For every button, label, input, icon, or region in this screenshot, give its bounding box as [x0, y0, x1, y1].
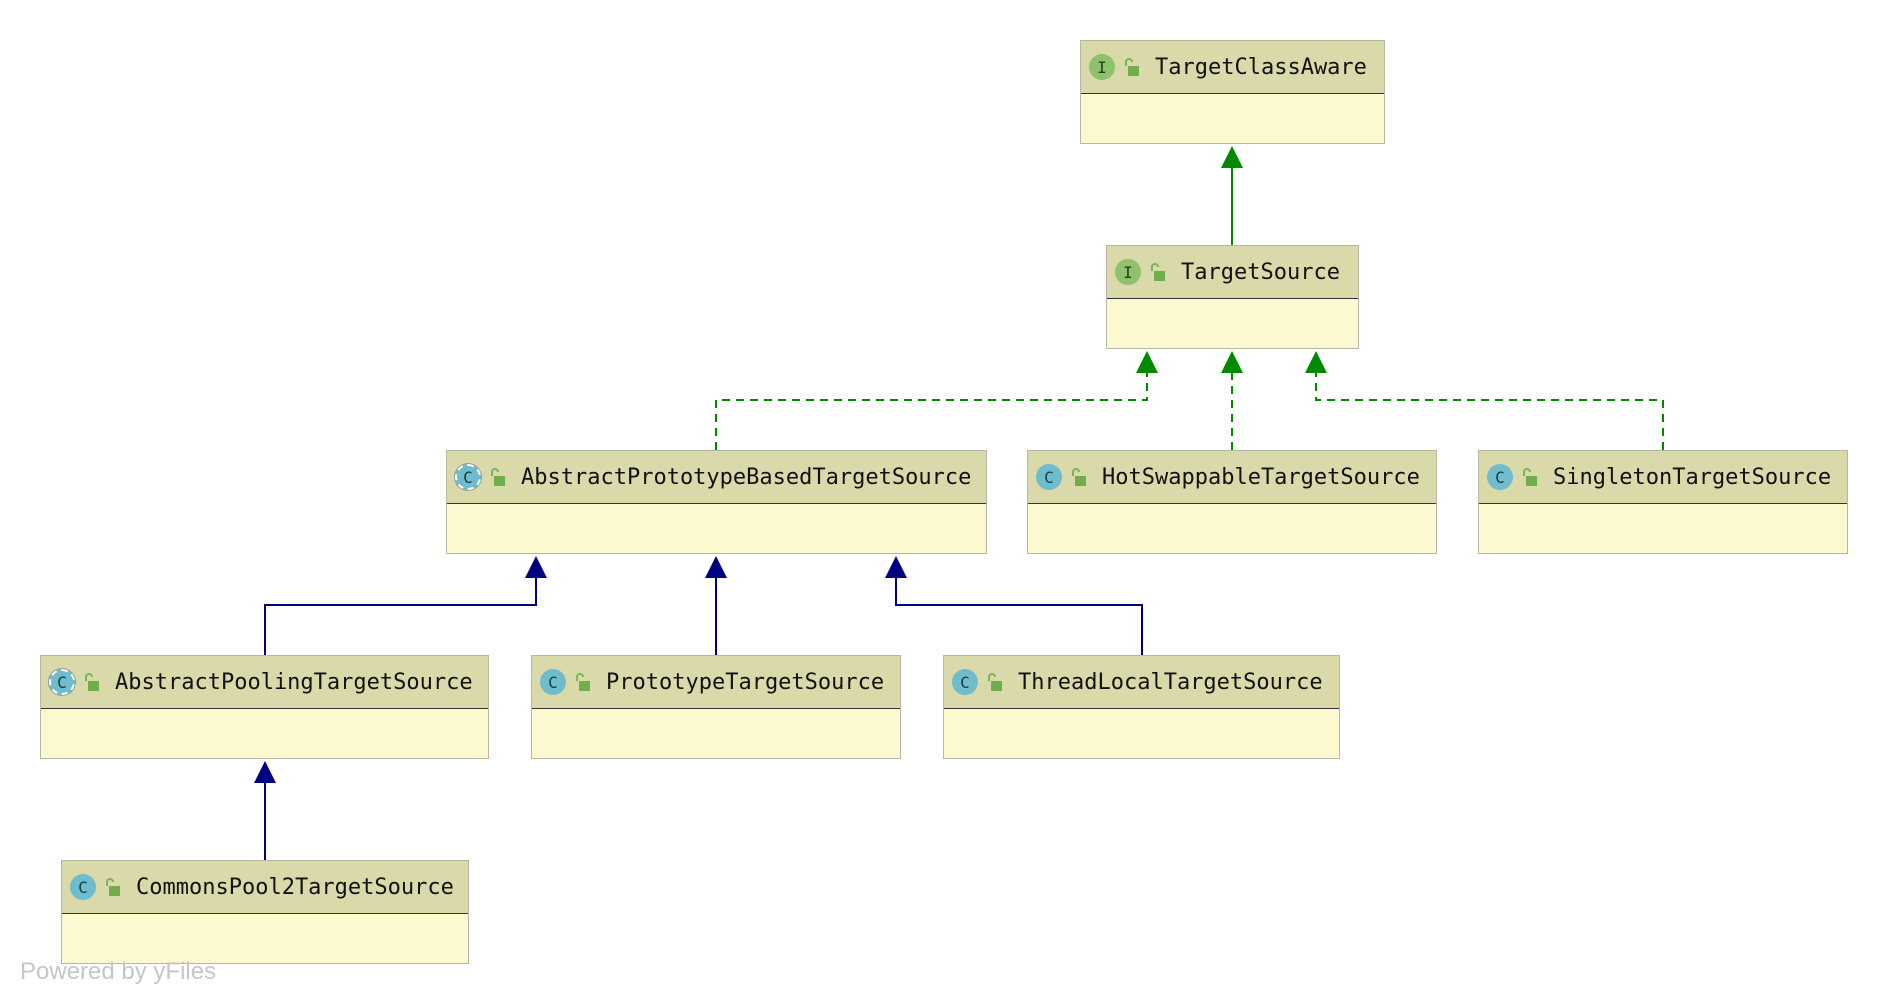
edge-arrowhead — [525, 556, 547, 578]
edges-layer — [254, 146, 1664, 860]
node-header: C HotSwappableTargetSource — [1028, 451, 1436, 504]
class-icon: C — [540, 669, 566, 695]
edge-SingletonTargetSource-to-TargetSource — [1305, 351, 1664, 450]
node-header: I TargetClassAware — [1081, 41, 1384, 94]
node-header: C CommonsPool2TargetSource — [62, 861, 468, 914]
public-access-lock-icon — [85, 673, 99, 691]
node-name: TargetClassAware — [1155, 54, 1367, 80]
node-header: C AbstractPoolingTargetSource — [41, 656, 488, 709]
edge-arrowhead — [705, 556, 727, 578]
node-name: PrototypeTargetSource — [606, 669, 885, 695]
node-header: C ThreadLocalTargetSource — [944, 656, 1339, 709]
edge-HotSwappableTargetSource-to-TargetSource — [1221, 351, 1243, 450]
uml-node-AbstractPoolingTargetSource[interactable]: C AbstractPoolingTargetSource — [40, 655, 489, 759]
public-access-lock-icon — [1125, 58, 1139, 76]
edge-AbstractPrototypeBasedTargetSource-to-TargetSource — [715, 351, 1158, 450]
edge-line — [715, 373, 1148, 450]
public-access-lock-icon — [491, 468, 505, 486]
edge-CommonsPool2TargetSource-to-AbstractPoolingTargetSource — [254, 761, 276, 860]
node-header: C AbstractPrototypeBasedTargetSource — [447, 451, 986, 504]
edge-arrowhead — [1221, 351, 1243, 373]
uml-node-CommonsPool2TargetSource[interactable]: C CommonsPool2TargetSource — [61, 860, 469, 964]
edge-arrowhead — [254, 761, 276, 783]
edge-arrowhead — [1136, 351, 1158, 373]
node-name: SingletonTargetSource — [1553, 464, 1832, 490]
edge-arrowhead — [1221, 146, 1243, 168]
node-name: ThreadLocalTargetSource — [1018, 669, 1323, 695]
node-name: AbstractPoolingTargetSource — [115, 669, 473, 695]
uml-node-TargetSource[interactable]: I TargetSource — [1106, 245, 1359, 349]
abstract-class-icon: C — [49, 669, 75, 695]
public-access-lock-icon — [106, 878, 120, 896]
edge-arrowhead — [1305, 351, 1327, 373]
edge-line — [1315, 373, 1664, 450]
edge-line — [264, 578, 537, 655]
uml-node-SingletonTargetSource[interactable]: C SingletonTargetSource — [1478, 450, 1848, 554]
uml-node-ThreadLocalTargetSource[interactable]: C ThreadLocalTargetSource — [943, 655, 1340, 759]
node-header: C PrototypeTargetSource — [532, 656, 900, 709]
node-name: AbstractPrototypeBasedTargetSource — [521, 464, 972, 490]
public-access-lock-icon — [988, 673, 1002, 691]
public-access-lock-icon — [1151, 263, 1165, 281]
node-name: CommonsPool2TargetSource — [136, 874, 454, 900]
abstract-class-icon: C — [455, 464, 481, 490]
public-access-lock-icon — [576, 673, 590, 691]
class-icon: C — [1036, 464, 1062, 490]
edge-arrowhead — [885, 556, 907, 578]
edge-PrototypeTargetSource-to-AbstractPrototypeBasedTargetSource — [705, 556, 727, 655]
class-icon: C — [1487, 464, 1513, 490]
class-icon: C — [70, 874, 96, 900]
public-access-lock-icon — [1523, 468, 1537, 486]
node-header: I TargetSource — [1107, 246, 1358, 299]
node-name: TargetSource — [1181, 259, 1340, 285]
edge-ThreadLocalTargetSource-to-AbstractPrototypeBasedTargetSource — [885, 556, 1143, 655]
uml-node-AbstractPrototypeBasedTargetSource[interactable]: C AbstractPrototypeBasedTargetSource — [446, 450, 987, 554]
class-icon: C — [952, 669, 978, 695]
interface-icon: I — [1115, 259, 1141, 285]
uml-node-HotSwappableTargetSource[interactable]: C HotSwappableTargetSource — [1027, 450, 1437, 554]
interface-icon: I — [1089, 54, 1115, 80]
edge-line — [895, 578, 1143, 655]
uml-node-TargetClassAware[interactable]: I TargetClassAware — [1080, 40, 1385, 144]
public-access-lock-icon — [1072, 468, 1086, 486]
uml-node-PrototypeTargetSource[interactable]: C PrototypeTargetSource — [531, 655, 901, 759]
edge-AbstractPoolingTargetSource-to-AbstractPrototypeBasedTargetSource — [264, 556, 547, 655]
powered-by-footer: Powered by yFiles — [20, 958, 217, 985]
node-header: C SingletonTargetSource — [1479, 451, 1847, 504]
edge-TargetSource-to-TargetClassAware — [1221, 146, 1243, 245]
node-name: HotSwappableTargetSource — [1102, 464, 1420, 490]
